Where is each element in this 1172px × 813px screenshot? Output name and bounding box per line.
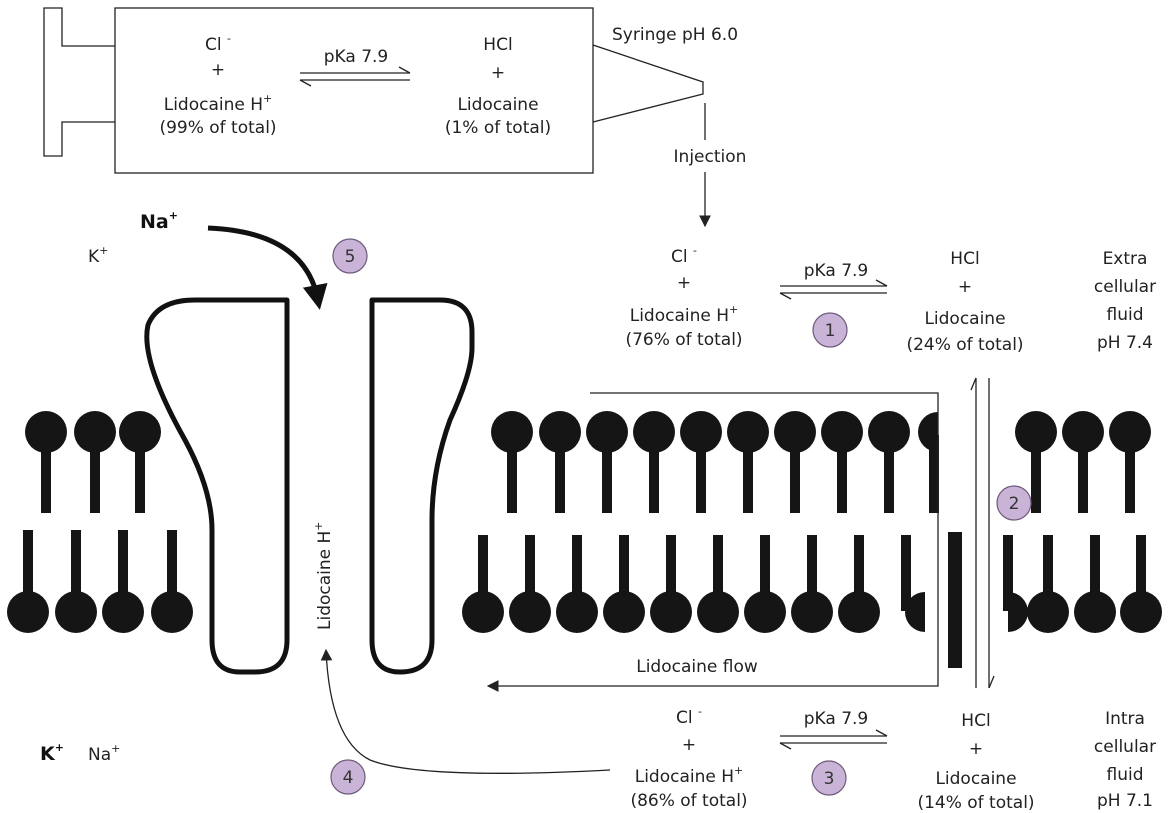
ecf-left-plus: + xyxy=(677,273,691,293)
syringe-left-share: (99% of total) xyxy=(159,118,276,138)
sodium-outside: Na+ xyxy=(140,209,178,233)
intracellular-left-species: Cl - + Lidocaine H+ (86% of total) xyxy=(630,705,747,811)
syringe-lidocaine: Lidocaine xyxy=(457,95,538,115)
ecf-chloride: Cl - xyxy=(671,244,697,267)
membrane-right-inner xyxy=(462,532,1162,668)
lidocaine-flow-path xyxy=(486,392,939,692)
icf-hcl: HCl xyxy=(961,711,990,731)
ecf-equilibrium-arrows xyxy=(779,279,888,300)
intracellular-compartment-label: Intra cellular fluid pH 7.1 xyxy=(1094,709,1156,811)
membrane-left-inner xyxy=(7,530,193,633)
channel-lidocaine-label: Lidocaine H+ xyxy=(312,521,335,630)
sodium-entry-arrow xyxy=(207,225,328,310)
membrane-left-outer xyxy=(25,411,161,513)
syringe-right-share: (1% of total) xyxy=(445,118,551,138)
extracellular-left-species: Cl - + Lidocaine H+ (76% of total) xyxy=(625,244,742,350)
potassium-inside: K+ xyxy=(40,741,64,765)
syringe-right-plus: + xyxy=(491,63,505,83)
ecf-lidocaine: Lidocaine xyxy=(924,309,1005,329)
svg-text:5: 5 xyxy=(345,247,356,267)
syringe-nozzle xyxy=(592,44,704,123)
svg-text:4: 4 xyxy=(343,768,354,788)
syringe-plunger xyxy=(43,7,115,157)
icf-lidocaine: Lidocaine xyxy=(935,769,1016,789)
syringe-left-species: Cl - + Lidocaine H+ (99% of total) xyxy=(159,32,276,138)
syringe-barrel xyxy=(114,7,594,174)
icf-lidocaine-h: Lidocaine H+ xyxy=(635,764,744,787)
svg-text:Extra: Extra xyxy=(1103,249,1148,269)
svg-text:cellular: cellular xyxy=(1094,737,1156,757)
step-badge-2: 2 xyxy=(996,485,1032,521)
ecf-right-share: (24% of total) xyxy=(906,335,1023,355)
syringe-pka-label: pKa 7.9 xyxy=(324,47,389,67)
step-badge-5: 5 xyxy=(332,238,368,274)
icf-right-plus: + xyxy=(969,739,983,759)
syringe-label: Syringe pH 6.0 xyxy=(612,25,738,45)
ecf-pka-label: pKa 7.9 xyxy=(804,261,869,281)
membrane-right-outer xyxy=(491,411,1151,513)
channel-right-half xyxy=(369,297,475,675)
icf-right-share: (14% of total) xyxy=(917,793,1034,813)
syringe-hcl: HCl xyxy=(483,35,512,55)
ecf-hcl: HCl xyxy=(950,249,979,269)
extracellular-compartment-label: Extra cellular fluid pH 7.4 xyxy=(1094,249,1156,353)
svg-text:3: 3 xyxy=(824,769,835,789)
syringe xyxy=(43,7,704,174)
lidocaine-flow-label: Lidocaine flow xyxy=(636,657,758,677)
syringe-lidocaine-h: Lidocaine H+ xyxy=(164,92,273,115)
injection-label: Injection xyxy=(674,147,747,167)
syringe-left-plus: + xyxy=(211,60,225,80)
ecf-right-plus: + xyxy=(958,277,972,297)
intracellular-right-species: HCl + Lidocaine (14% of total) xyxy=(917,711,1034,813)
svg-text:1: 1 xyxy=(825,321,836,341)
channel-left-half xyxy=(144,297,290,675)
svg-text:2: 2 xyxy=(1009,494,1020,514)
svg-text:pH 7.4: pH 7.4 xyxy=(1097,333,1153,353)
svg-text:cellular: cellular xyxy=(1094,277,1156,297)
step-badge-1: 1 xyxy=(812,312,848,348)
lidocaine-return-arrow xyxy=(320,648,611,774)
ecf-lidocaine-h: Lidocaine H+ xyxy=(630,303,739,326)
svg-text:fluid: fluid xyxy=(1107,305,1144,325)
sodium-inside: Na+ xyxy=(88,742,120,765)
icf-equilibrium-arrows xyxy=(779,729,888,750)
syringe-chloride: Cl - xyxy=(205,32,231,55)
step-badge-4: 4 xyxy=(330,759,366,795)
ecf-left-share: (76% of total) xyxy=(625,330,742,350)
membrane-gap-block xyxy=(948,532,962,668)
icf-pka-label: pKa 7.9 xyxy=(804,709,869,729)
icf-chloride: Cl - xyxy=(676,705,702,728)
extracellular-right-species: HCl + Lidocaine (24% of total) xyxy=(906,249,1023,355)
svg-text:Intra: Intra xyxy=(1105,709,1145,729)
icf-left-plus: + xyxy=(682,735,696,755)
syringe-equilibrium-arrows xyxy=(299,66,411,87)
step-badge-3: 3 xyxy=(811,760,847,796)
svg-text:fluid: fluid xyxy=(1107,765,1144,785)
syringe-right-species: HCl + Lidocaine (1% of total) xyxy=(445,35,551,138)
svg-text:pH 7.1: pH 7.1 xyxy=(1097,791,1153,811)
icf-left-share: (86% of total) xyxy=(630,791,747,811)
potassium-outside: K+ xyxy=(88,244,108,267)
